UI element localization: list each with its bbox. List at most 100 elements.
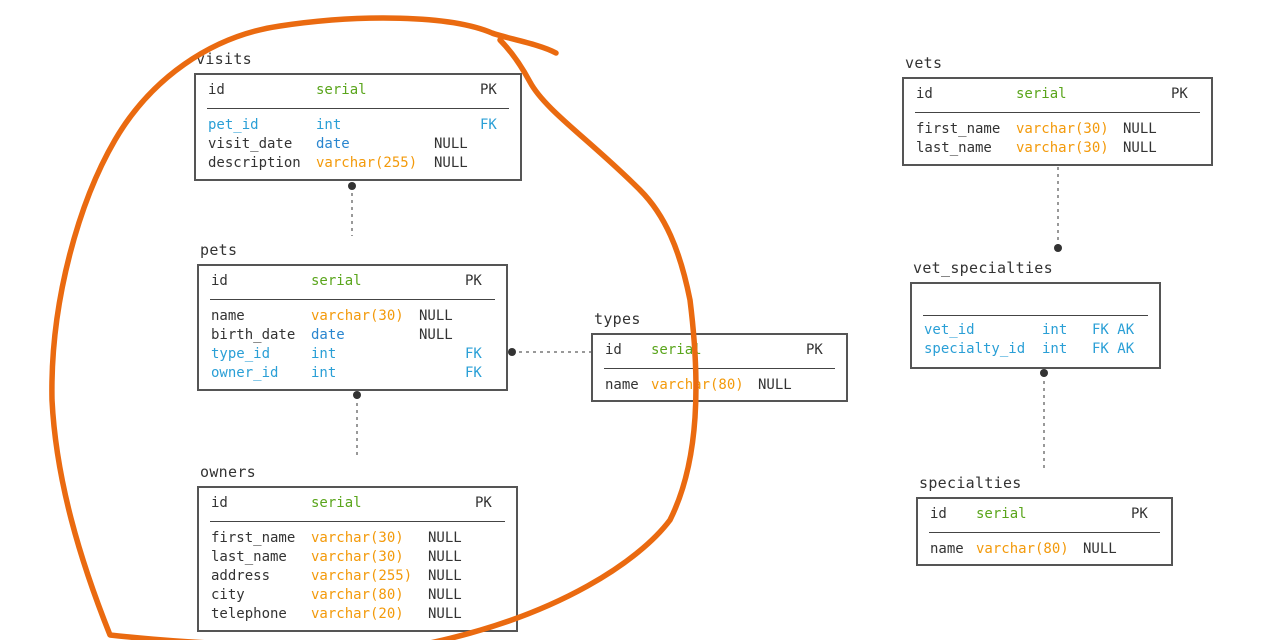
column-name: id bbox=[211, 273, 228, 289]
table-name-vet-specialties: vet_specialties bbox=[913, 259, 1053, 277]
column-name: name bbox=[211, 308, 245, 324]
table-name-pets: pets bbox=[200, 241, 238, 259]
nullable-flag: NULL bbox=[428, 587, 462, 603]
link-endpoint-dot bbox=[508, 348, 516, 356]
nullable-flag: NULL bbox=[434, 136, 468, 152]
header-divider bbox=[915, 112, 1200, 113]
column-type: varchar(20) bbox=[311, 606, 404, 622]
table-name-types: types bbox=[594, 310, 641, 328]
column-name: first_name bbox=[211, 530, 296, 546]
key-flag: FK bbox=[480, 117, 497, 133]
column-row: pet_id int FK bbox=[196, 116, 520, 135]
link-endpoint-dot bbox=[348, 182, 356, 190]
table-name-specialties: specialties bbox=[919, 474, 1022, 492]
nullable-flag: NULL bbox=[428, 530, 462, 546]
column-type: serial bbox=[311, 273, 362, 289]
column-type: serial bbox=[316, 82, 367, 98]
column-name: vet_id bbox=[924, 322, 975, 338]
nullable-flag: NULL bbox=[428, 606, 462, 622]
table-name-vets: vets bbox=[905, 54, 943, 72]
column-type: varchar(30) bbox=[311, 549, 404, 565]
header-divider bbox=[604, 368, 835, 369]
column-type: serial bbox=[311, 495, 362, 511]
column-type: serial bbox=[1016, 86, 1067, 102]
column-name: first_name bbox=[916, 121, 1001, 137]
table-pets: id serial PK name varchar(30) NULL birth_date d… bbox=[197, 264, 508, 391]
column-type: date bbox=[311, 327, 345, 343]
key-flag: FK bbox=[465, 365, 482, 381]
column-row: first_name varchar(30) NULL bbox=[199, 529, 516, 548]
column-row: first_name varchar(30) NULL bbox=[904, 120, 1211, 139]
column-type: int bbox=[1042, 322, 1068, 338]
header-divider bbox=[929, 532, 1160, 533]
nullable-flag: NULL bbox=[758, 377, 792, 393]
column-name: city bbox=[211, 587, 245, 603]
column-type: varchar(30) bbox=[1016, 140, 1109, 156]
link-endpoint-dot bbox=[1040, 369, 1048, 377]
column-name: address bbox=[211, 568, 271, 584]
table-name-visits: visits bbox=[196, 50, 252, 68]
column-name: id bbox=[930, 506, 947, 522]
column-type: int bbox=[311, 365, 337, 381]
header-divider bbox=[210, 299, 495, 300]
pk-flag: PK bbox=[1131, 506, 1148, 522]
nullable-flag: NULL bbox=[419, 327, 453, 343]
table-name-owners: owners bbox=[200, 463, 256, 481]
column-type: varchar(30) bbox=[311, 308, 404, 324]
column-name: birth_date bbox=[211, 327, 296, 343]
pk-flag: PK bbox=[465, 273, 482, 289]
column-type: varchar(30) bbox=[1016, 121, 1109, 137]
column-row: telephone varchar(20) NULL bbox=[199, 605, 516, 624]
nullable-flag: NULL bbox=[428, 549, 462, 565]
pk-row: id serial PK bbox=[199, 272, 506, 291]
link-endpoint-dot bbox=[1054, 244, 1062, 252]
column-name: name bbox=[605, 377, 639, 393]
column-name: last_name bbox=[916, 140, 992, 156]
column-name: id bbox=[605, 342, 622, 358]
column-type: date bbox=[316, 136, 350, 152]
column-name: telephone bbox=[211, 606, 287, 622]
nullable-flag: NULL bbox=[1123, 121, 1157, 137]
header-divider bbox=[923, 315, 1148, 316]
pk-flag: PK bbox=[480, 82, 497, 98]
column-name: pet_id bbox=[208, 117, 259, 133]
column-name: description bbox=[208, 155, 301, 171]
key-flag: FK bbox=[465, 346, 482, 362]
header-divider bbox=[207, 108, 509, 109]
column-type: serial bbox=[976, 506, 1027, 522]
column-type: int bbox=[316, 117, 342, 133]
header-divider bbox=[210, 521, 505, 522]
column-name: id bbox=[211, 495, 228, 511]
column-name: name bbox=[930, 541, 964, 557]
column-type: varchar(30) bbox=[311, 530, 404, 546]
pk-row: id serial PK bbox=[918, 505, 1171, 524]
column-type: varchar(80) bbox=[976, 541, 1069, 557]
link-endpoint-dot bbox=[353, 391, 361, 399]
column-type: varchar(255) bbox=[316, 155, 418, 171]
column-type: int bbox=[1042, 341, 1068, 357]
column-row: birth_date date NULL bbox=[199, 326, 506, 345]
